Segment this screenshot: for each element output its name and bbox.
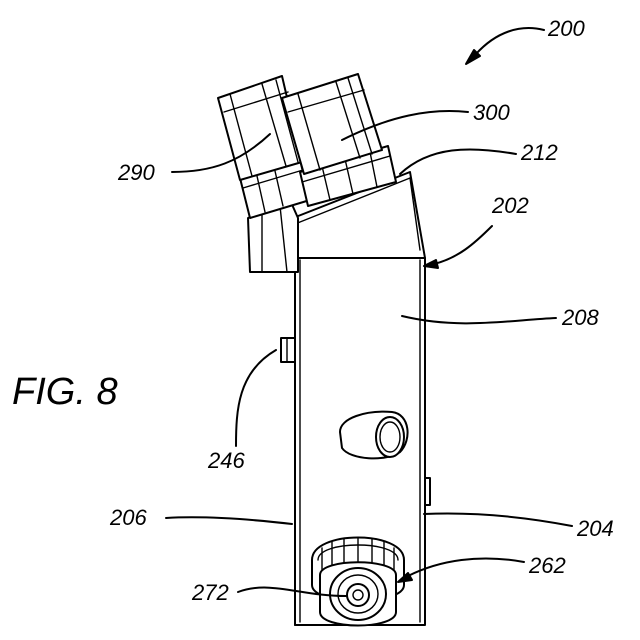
ref-272-label: 272: [191, 580, 229, 605]
ref-290-label: 290: [117, 160, 155, 185]
ref-206-label: 206: [109, 505, 147, 530]
ref-204-label: 204: [576, 516, 614, 541]
ref-206: 206: [109, 505, 292, 530]
ref-300-label: 300: [473, 100, 510, 125]
figure-label: FIG. 8: [12, 371, 118, 413]
ref-208-label: 208: [561, 305, 599, 330]
bottom-connector-262: [312, 538, 404, 626]
ref-208: 208: [402, 305, 599, 330]
ref-246-label: 246: [207, 448, 245, 473]
ref-200-label: 200: [547, 16, 585, 41]
ref-262-label: 262: [528, 553, 566, 578]
ref-246: 246: [207, 350, 276, 473]
ref-200: 200: [466, 16, 585, 64]
ref-202: 202: [424, 193, 529, 268]
indicator-window: [340, 412, 408, 459]
ref-204: 204: [424, 514, 614, 542]
ref-212-label: 212: [520, 140, 558, 165]
side-button-246: [281, 338, 295, 362]
ref-202-label: 202: [491, 193, 529, 218]
ref-212: 212: [400, 140, 558, 174]
